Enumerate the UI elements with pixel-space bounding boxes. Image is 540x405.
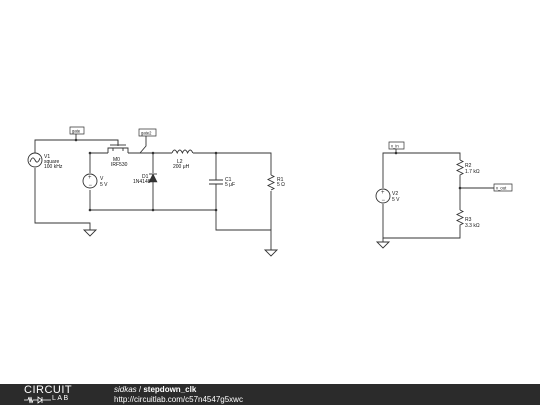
wire-ground-rail: [90, 209, 272, 250]
node: [214, 151, 218, 155]
resistor-r3[interactable]: [455, 209, 465, 228]
schematic-canvas: V1 square 100 kHz + − V 5 V M0 IRF530 D1…: [27, 126, 513, 257]
capacitor-c1[interactable]: [209, 179, 223, 185]
minus-icon: −: [382, 198, 386, 204]
v2-label: V2: [392, 191, 398, 197]
r3-value: 3.3 kΩ: [465, 223, 480, 229]
r1-label: R1: [277, 177, 284, 183]
d1-label: D1: [142, 174, 149, 180]
l2-value: 200 μH: [173, 164, 190, 170]
m0-label: M0: [113, 157, 120, 163]
node: [151, 208, 155, 212]
svg-text:gate: gate: [72, 129, 81, 134]
wire-v1-bottom: [34, 168, 91, 230]
wire-gate2: [139, 136, 147, 154]
c1-value: 5 μF: [225, 182, 235, 188]
waveform-icon: [24, 396, 51, 404]
v1-square-source[interactable]: [27, 152, 43, 168]
plus-icon: +: [88, 175, 92, 181]
wire-inductor-out: [193, 152, 272, 175]
svg-text:v_out: v_out: [496, 186, 507, 191]
design-name[interactable]: stepdown_clk: [143, 385, 197, 394]
diode-d1[interactable]: [148, 173, 158, 183]
r2-value: 1.7 kΩ: [465, 169, 480, 175]
net-tag-v-out[interactable]: v_out: [493, 183, 513, 192]
v1-freq: 100 kHz: [44, 164, 63, 170]
v-plus-label: V: [100, 176, 104, 182]
ground-icon: [82, 229, 98, 237]
v1-type: square: [44, 159, 60, 165]
right-circuit: + − V2 5 V R2 1.7 kΩ R3 3.3 kΩ v_in v_ou…: [375, 141, 513, 249]
svg-text:v_in: v_in: [391, 144, 399, 149]
node: [88, 151, 92, 155]
node: [151, 151, 155, 155]
circuitlab-logo[interactable]: CIRCUIT LAB: [24, 385, 94, 404]
wire-right-top: [382, 152, 461, 188]
node: [394, 151, 398, 155]
resistor-r1[interactable]: [266, 174, 276, 191]
v-plus-source[interactable]: + −: [82, 173, 98, 189]
net-tag-gate[interactable]: gate: [69, 126, 85, 135]
design-url-link[interactable]: http://circuitlab.com/c57n4547g5xwc: [114, 395, 243, 404]
v-plus-volt: 5 V: [100, 182, 108, 188]
r2-label: R2: [465, 163, 472, 169]
svg-text:gate2: gate2: [141, 131, 152, 136]
ground-icon: [375, 241, 391, 249]
logo-text-top: CIRCUIT: [24, 384, 73, 396]
footer-bar: CIRCUIT LAB sidkas / stepdown_clk http:/…: [0, 384, 540, 405]
wire-right-bottom: [382, 204, 461, 239]
wire-top-left: [34, 139, 119, 153]
design-title: sidkas / stepdown_clk: [114, 385, 196, 395]
v2-source[interactable]: + −: [375, 188, 391, 204]
r1-value: 5 Ω: [277, 182, 285, 188]
author-name[interactable]: sidkas: [114, 385, 137, 394]
schematic-svg: V1 square 100 kHz + − V 5 V M0 IRF530 D1…: [27, 126, 513, 257]
inductor-l2[interactable]: [171, 149, 194, 155]
c1-label: C1: [225, 177, 232, 183]
m0-part: IRF530: [111, 162, 128, 168]
title-separator: /: [136, 385, 144, 394]
r3-label: R3: [465, 217, 472, 223]
node: [88, 208, 92, 212]
plus-icon: +: [381, 190, 385, 196]
minus-icon: −: [89, 183, 93, 189]
net-tag-gate2[interactable]: gate2: [138, 128, 157, 137]
node: [458, 186, 462, 190]
d1-part: 1N4148: [133, 179, 151, 185]
node: [74, 138, 78, 142]
net-tag-v-in[interactable]: v_in: [388, 141, 405, 150]
resistor-r2[interactable]: [455, 159, 465, 178]
left-circuit: V1 square 100 kHz + − V 5 V M0 IRF530 D1…: [27, 126, 285, 257]
v2-volt: 5 V: [392, 197, 400, 203]
logo-text-bottom: LAB: [52, 395, 70, 402]
node: [214, 208, 218, 212]
v1-label: V1: [44, 154, 50, 160]
ground-icon: [263, 249, 279, 257]
l2-label: L2: [177, 159, 183, 165]
mosfet-m0[interactable]: [107, 140, 129, 153]
